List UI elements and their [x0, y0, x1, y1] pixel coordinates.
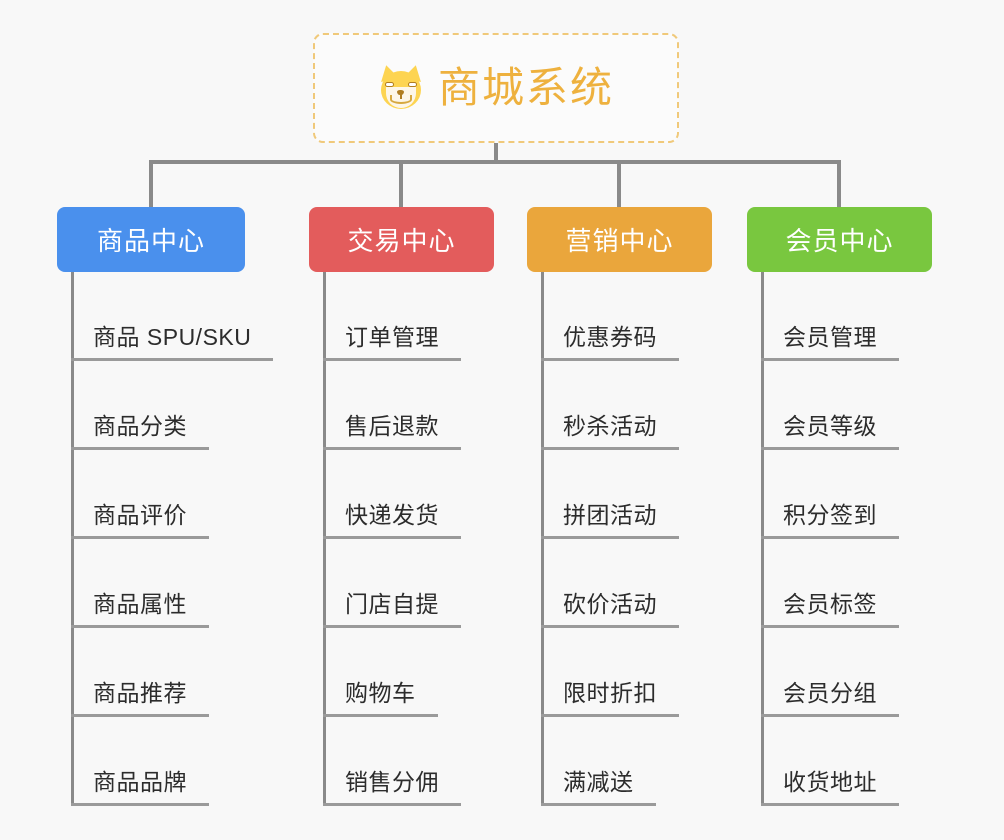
leaf-list-4: 会员管理 会员等级 积分签到 会员标签 会员分组 收货地址 [747, 272, 932, 806]
shiba-dog-emoji-icon [377, 63, 425, 111]
branch-column-1: 商品中心 商品 SPU/SKU 商品分类 商品评价 商品属性 商品推荐 商品品牌 [57, 207, 274, 806]
leaf-label: 限时折扣 [563, 680, 657, 706]
leaf-list-3: 优惠券码 秒杀活动 拼团活动 砍价活动 限时折扣 满减送 [527, 272, 712, 806]
leaf-item[interactable]: 商品分类 [71, 361, 245, 450]
leaf-item[interactable]: 会员标签 [761, 539, 932, 628]
leaf-item[interactable]: 销售分佣 [323, 717, 494, 806]
branch-column-3: 营销中心 优惠券码 秒杀活动 拼团活动 砍价活动 限时折扣 满减送 [527, 207, 712, 806]
leaf-label: 售后退款 [345, 413, 439, 439]
leaf-item[interactable]: 门店自提 [323, 539, 494, 628]
leaf-label: 收货地址 [783, 769, 877, 795]
connector-drop-2 [399, 160, 403, 207]
leaf-label: 积分签到 [783, 502, 877, 528]
leaf-item[interactable]: 订单管理 [323, 272, 494, 361]
leaf-list-2: 订单管理 售后退款 快递发货 门店自提 购物车 销售分佣 [309, 272, 494, 806]
connector-drop-1 [149, 160, 153, 207]
leaf-item[interactable]: 商品评价 [71, 450, 245, 539]
leaf-item[interactable]: 优惠券码 [541, 272, 712, 361]
branch-header-label-1: 商品中心 [96, 226, 205, 256]
branch-spine-4 [761, 272, 764, 806]
leaf-label: 拼团活动 [563, 502, 657, 528]
branch-header-2[interactable]: 交易中心 [309, 207, 494, 272]
branch-header-3[interactable]: 营销中心 [527, 207, 712, 272]
leaf-item[interactable]: 会员管理 [761, 272, 932, 361]
leaf-label: 订单管理 [345, 324, 439, 350]
branch-spine-1 [71, 272, 74, 806]
branch-header-label-4: 会员中心 [785, 226, 894, 256]
leaf-label: 购物车 [345, 680, 416, 706]
leaf-item[interactable]: 秒杀活动 [541, 361, 712, 450]
leaf-label: 商品品牌 [93, 769, 187, 795]
leaf-label: 优惠券码 [563, 324, 657, 350]
leaf-item[interactable]: 商品 SPU/SKU [71, 272, 274, 361]
leaf-item[interactable]: 商品品牌 [71, 717, 245, 806]
leaf-item[interactable]: 收货地址 [761, 717, 932, 806]
branch-column-2: 交易中心 订单管理 售后退款 快递发货 门店自提 购物车 销售分佣 [309, 207, 494, 806]
leaf-item[interactable]: 商品推荐 [71, 628, 245, 717]
branch-spine-3 [541, 272, 544, 806]
leaf-item[interactable]: 快递发货 [323, 450, 494, 539]
leaf-list-1: 商品 SPU/SKU 商品分类 商品评价 商品属性 商品推荐 商品品牌 [57, 272, 274, 806]
leaf-label: 商品推荐 [93, 680, 187, 706]
connector-drop-4 [837, 160, 841, 207]
leaf-label: 秒杀活动 [563, 413, 657, 439]
leaf-item[interactable]: 商品属性 [71, 539, 245, 628]
root-node[interactable]: 商城系统 [313, 33, 679, 143]
leaf-item[interactable]: 砍价活动 [541, 539, 712, 628]
root-title: 商城系统 [437, 64, 614, 111]
connector-drop-3 [617, 160, 621, 207]
leaf-label: 会员分组 [783, 680, 877, 706]
leaf-item[interactable]: 售后退款 [323, 361, 494, 450]
leaf-item[interactable]: 会员分组 [761, 628, 932, 717]
leaf-item[interactable]: 限时折扣 [541, 628, 712, 717]
leaf-label: 商品分类 [93, 413, 187, 439]
branch-header-label-3: 营销中心 [565, 226, 674, 256]
connector-bus [150, 160, 840, 164]
leaf-label: 商品属性 [93, 591, 187, 617]
leaf-label: 砍价活动 [563, 591, 657, 617]
branch-column-4: 会员中心 会员管理 会员等级 积分签到 会员标签 会员分组 收货地址 [747, 207, 932, 806]
connector-root-stem [494, 143, 498, 164]
leaf-label: 会员标签 [783, 591, 877, 617]
leaf-label: 销售分佣 [345, 769, 439, 795]
leaf-item[interactable]: 会员等级 [761, 361, 932, 450]
leaf-item[interactable]: 积分签到 [761, 450, 932, 539]
leaf-label: 商品评价 [93, 502, 187, 528]
branch-spine-2 [323, 272, 326, 806]
leaf-item[interactable]: 购物车 [323, 628, 494, 717]
leaf-label: 门店自提 [345, 591, 439, 617]
branch-header-4[interactable]: 会员中心 [747, 207, 932, 272]
leaf-item[interactable]: 拼团活动 [541, 450, 712, 539]
leaf-label: 商品 SPU/SKU [93, 324, 252, 350]
leaf-label: 会员管理 [783, 324, 877, 350]
branch-header-label-2: 交易中心 [347, 226, 456, 256]
leaf-item[interactable]: 满减送 [541, 717, 712, 806]
leaf-label: 满减送 [563, 769, 634, 795]
branch-header-1[interactable]: 商品中心 [57, 207, 245, 272]
leaf-label: 快递发货 [345, 502, 439, 528]
leaf-label: 会员等级 [783, 413, 877, 439]
